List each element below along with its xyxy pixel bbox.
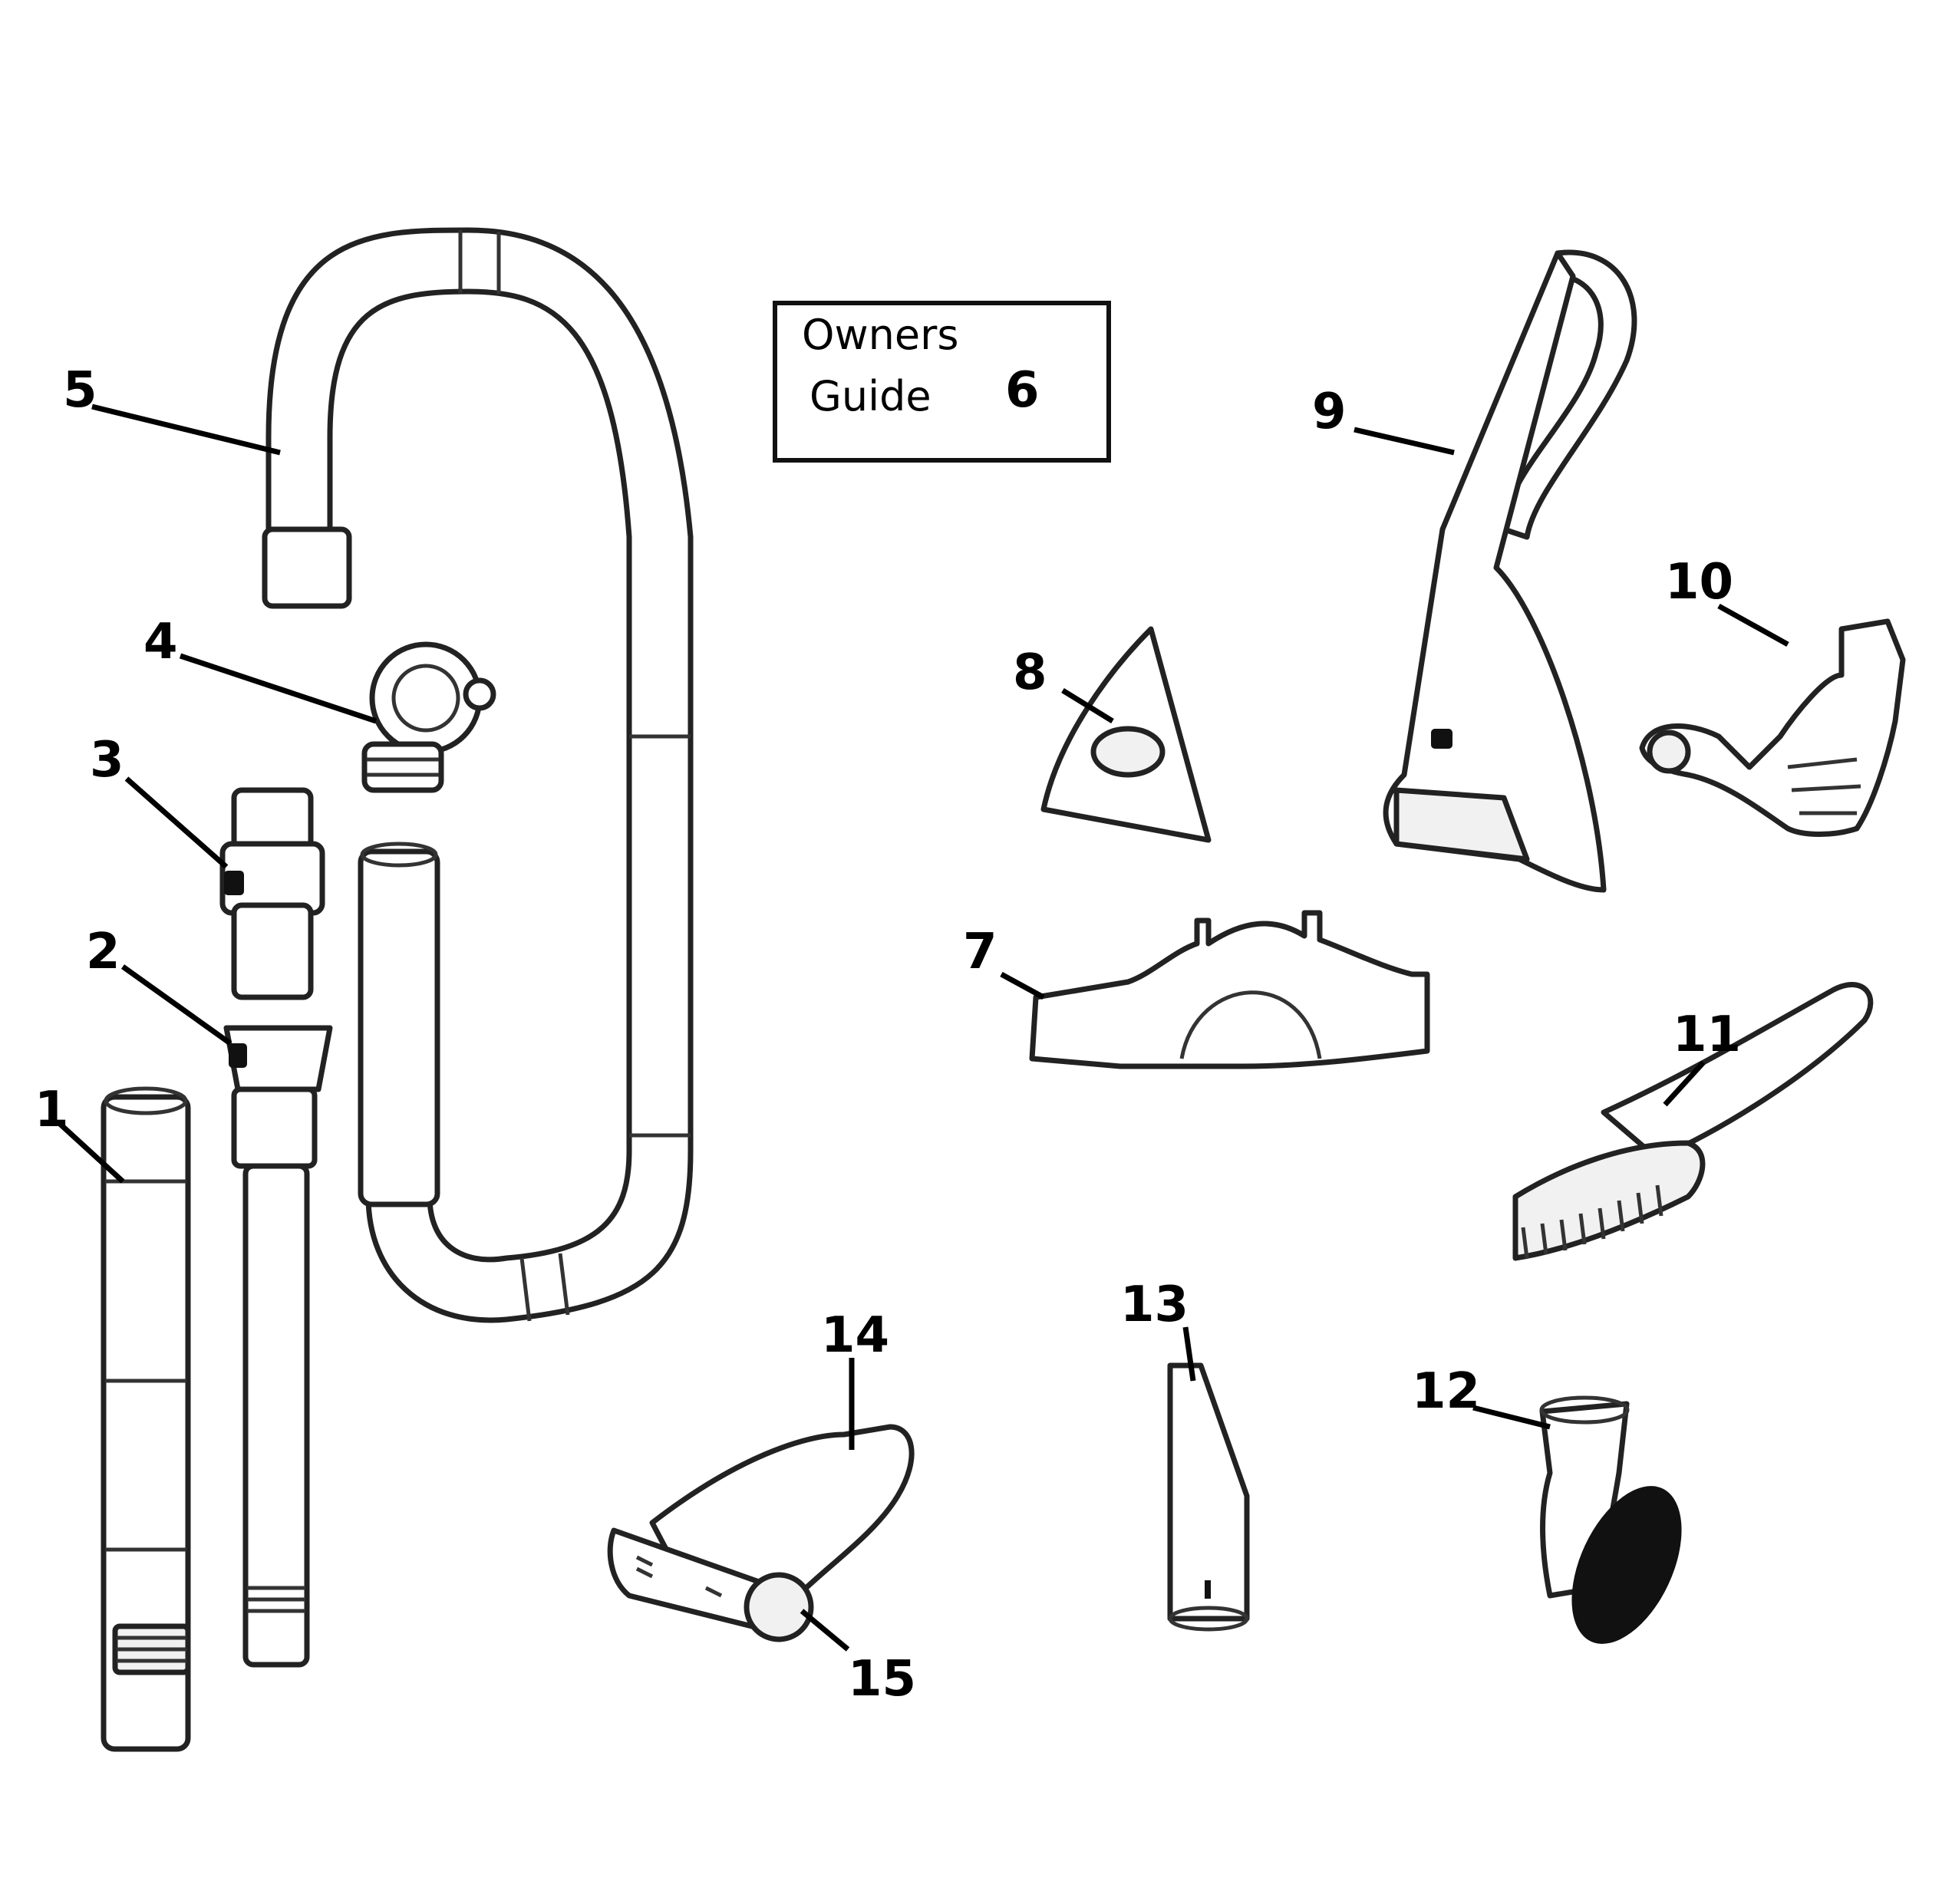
swivel-threads xyxy=(367,757,439,777)
hose-band-bottom xyxy=(519,1253,570,1322)
leader-lines xyxy=(58,404,1789,1652)
angled-tool-part xyxy=(1639,618,1906,837)
dusting-brush-part xyxy=(1539,1395,1682,1644)
dusting-brush-opening xyxy=(1539,1395,1630,1425)
owners-guide-box xyxy=(773,301,1111,463)
upholstery-tool-part xyxy=(1383,249,1637,893)
hose-part xyxy=(262,227,694,1323)
leader-12 xyxy=(1472,1405,1551,1430)
part-label-12: 12 xyxy=(1412,1363,1480,1420)
lower-wand-opening xyxy=(104,1086,188,1115)
part-label-1: 1 xyxy=(35,1082,69,1138)
upholstery-tool-nozzle xyxy=(1393,787,1530,862)
turbo-brush-part xyxy=(607,1424,915,1642)
hose-band-top xyxy=(458,230,501,294)
part-label-5: 5 xyxy=(63,362,97,419)
leader-3 xyxy=(124,776,229,869)
part-label-15: 15 xyxy=(848,1651,916,1708)
part-label-13: 13 xyxy=(1120,1276,1189,1333)
wide-nozzle-part xyxy=(1029,910,1430,1069)
swivel-connector-part xyxy=(361,641,496,793)
part-labels: 1 2 3 4 5 7 8 9 10 11 12 13 14 15 xyxy=(35,362,1741,1708)
hose-wand xyxy=(358,848,440,1207)
leader-13 xyxy=(1182,1326,1196,1382)
part-label-14: 14 xyxy=(821,1307,889,1364)
adapter-release-button xyxy=(224,871,244,895)
leader-8 xyxy=(1061,688,1114,723)
wide-nozzle-body xyxy=(1029,910,1430,1069)
turbo-brush-wheel xyxy=(744,1572,814,1642)
leader-9 xyxy=(1354,427,1455,456)
upper-wand-threads xyxy=(247,1586,305,1613)
leader-4 xyxy=(179,653,378,724)
angled-tool-wheel xyxy=(1647,730,1691,774)
lower-wand-bands xyxy=(105,1179,186,1552)
leader-10 xyxy=(1717,603,1789,647)
crevice-tool-slot xyxy=(1205,1580,1211,1599)
part-label-10: 10 xyxy=(1665,554,1733,611)
upholstery-tool-clip xyxy=(1431,729,1452,749)
owners-guide-part: Owners Guide 6 xyxy=(773,301,1111,463)
swivel-base xyxy=(361,741,444,793)
leader-5 xyxy=(91,404,281,456)
hose-band-mid xyxy=(629,734,691,1138)
hose-wand-opening xyxy=(360,842,438,868)
adapter-part xyxy=(219,787,325,1000)
lower-wand-part xyxy=(101,1086,191,1752)
upper-wand-neck xyxy=(231,1086,318,1169)
lower-wand-thread-lines xyxy=(117,1636,186,1663)
leader-11 xyxy=(1663,1060,1706,1107)
leader-15 xyxy=(800,1609,850,1652)
triangle-tool-grip xyxy=(1090,726,1166,778)
turbo-brush-vents xyxy=(635,1555,723,1598)
upper-wand-tube xyxy=(242,1163,310,1668)
adapter-bottom xyxy=(231,902,314,1000)
brush-handle xyxy=(1601,982,1874,1161)
owners-guide-line2: Guide xyxy=(809,372,931,420)
wide-nozzle-arch xyxy=(1179,990,1322,1059)
crevice-tool-body xyxy=(1167,1362,1250,1622)
part-label-7: 7 xyxy=(963,924,997,980)
part-label-3: 3 xyxy=(90,732,124,789)
part-label-4: 4 xyxy=(143,614,178,670)
part-label-8: 8 xyxy=(1013,644,1047,701)
upholstery-tool-handle xyxy=(1501,249,1637,540)
hose-tube xyxy=(265,227,694,1323)
part-label-11: 11 xyxy=(1673,1006,1741,1063)
swivel-ring-inner xyxy=(391,664,460,733)
triangle-tool-part xyxy=(1040,626,1212,843)
leader-1 xyxy=(58,1122,125,1184)
brush-bristles xyxy=(1521,1184,1663,1259)
part-label-9: 9 xyxy=(1312,384,1347,440)
crevice-tool-part xyxy=(1167,1362,1250,1632)
hose-cuff xyxy=(262,526,352,609)
upper-wand-button xyxy=(229,1043,247,1068)
part-label-2: 2 xyxy=(86,924,120,980)
owners-guide-line1: Owners xyxy=(802,311,958,359)
angled-tool-ribs xyxy=(1787,757,1861,815)
owners-guide-number: 6 xyxy=(1005,362,1040,419)
swivel-knob xyxy=(463,677,496,711)
dusting-brush-bristles xyxy=(1571,1486,1682,1644)
brush-part xyxy=(1512,982,1874,1261)
angled-tool-body xyxy=(1639,618,1906,837)
leader-2 xyxy=(120,964,232,1046)
lower-wand-tube xyxy=(101,1094,191,1752)
upper-wand-collar xyxy=(223,1025,333,1092)
crevice-tool-opening xyxy=(1168,1606,1249,1632)
swivel-ring xyxy=(369,641,483,755)
leader-7 xyxy=(1000,971,1045,1000)
upper-wand-part xyxy=(223,1025,333,1668)
